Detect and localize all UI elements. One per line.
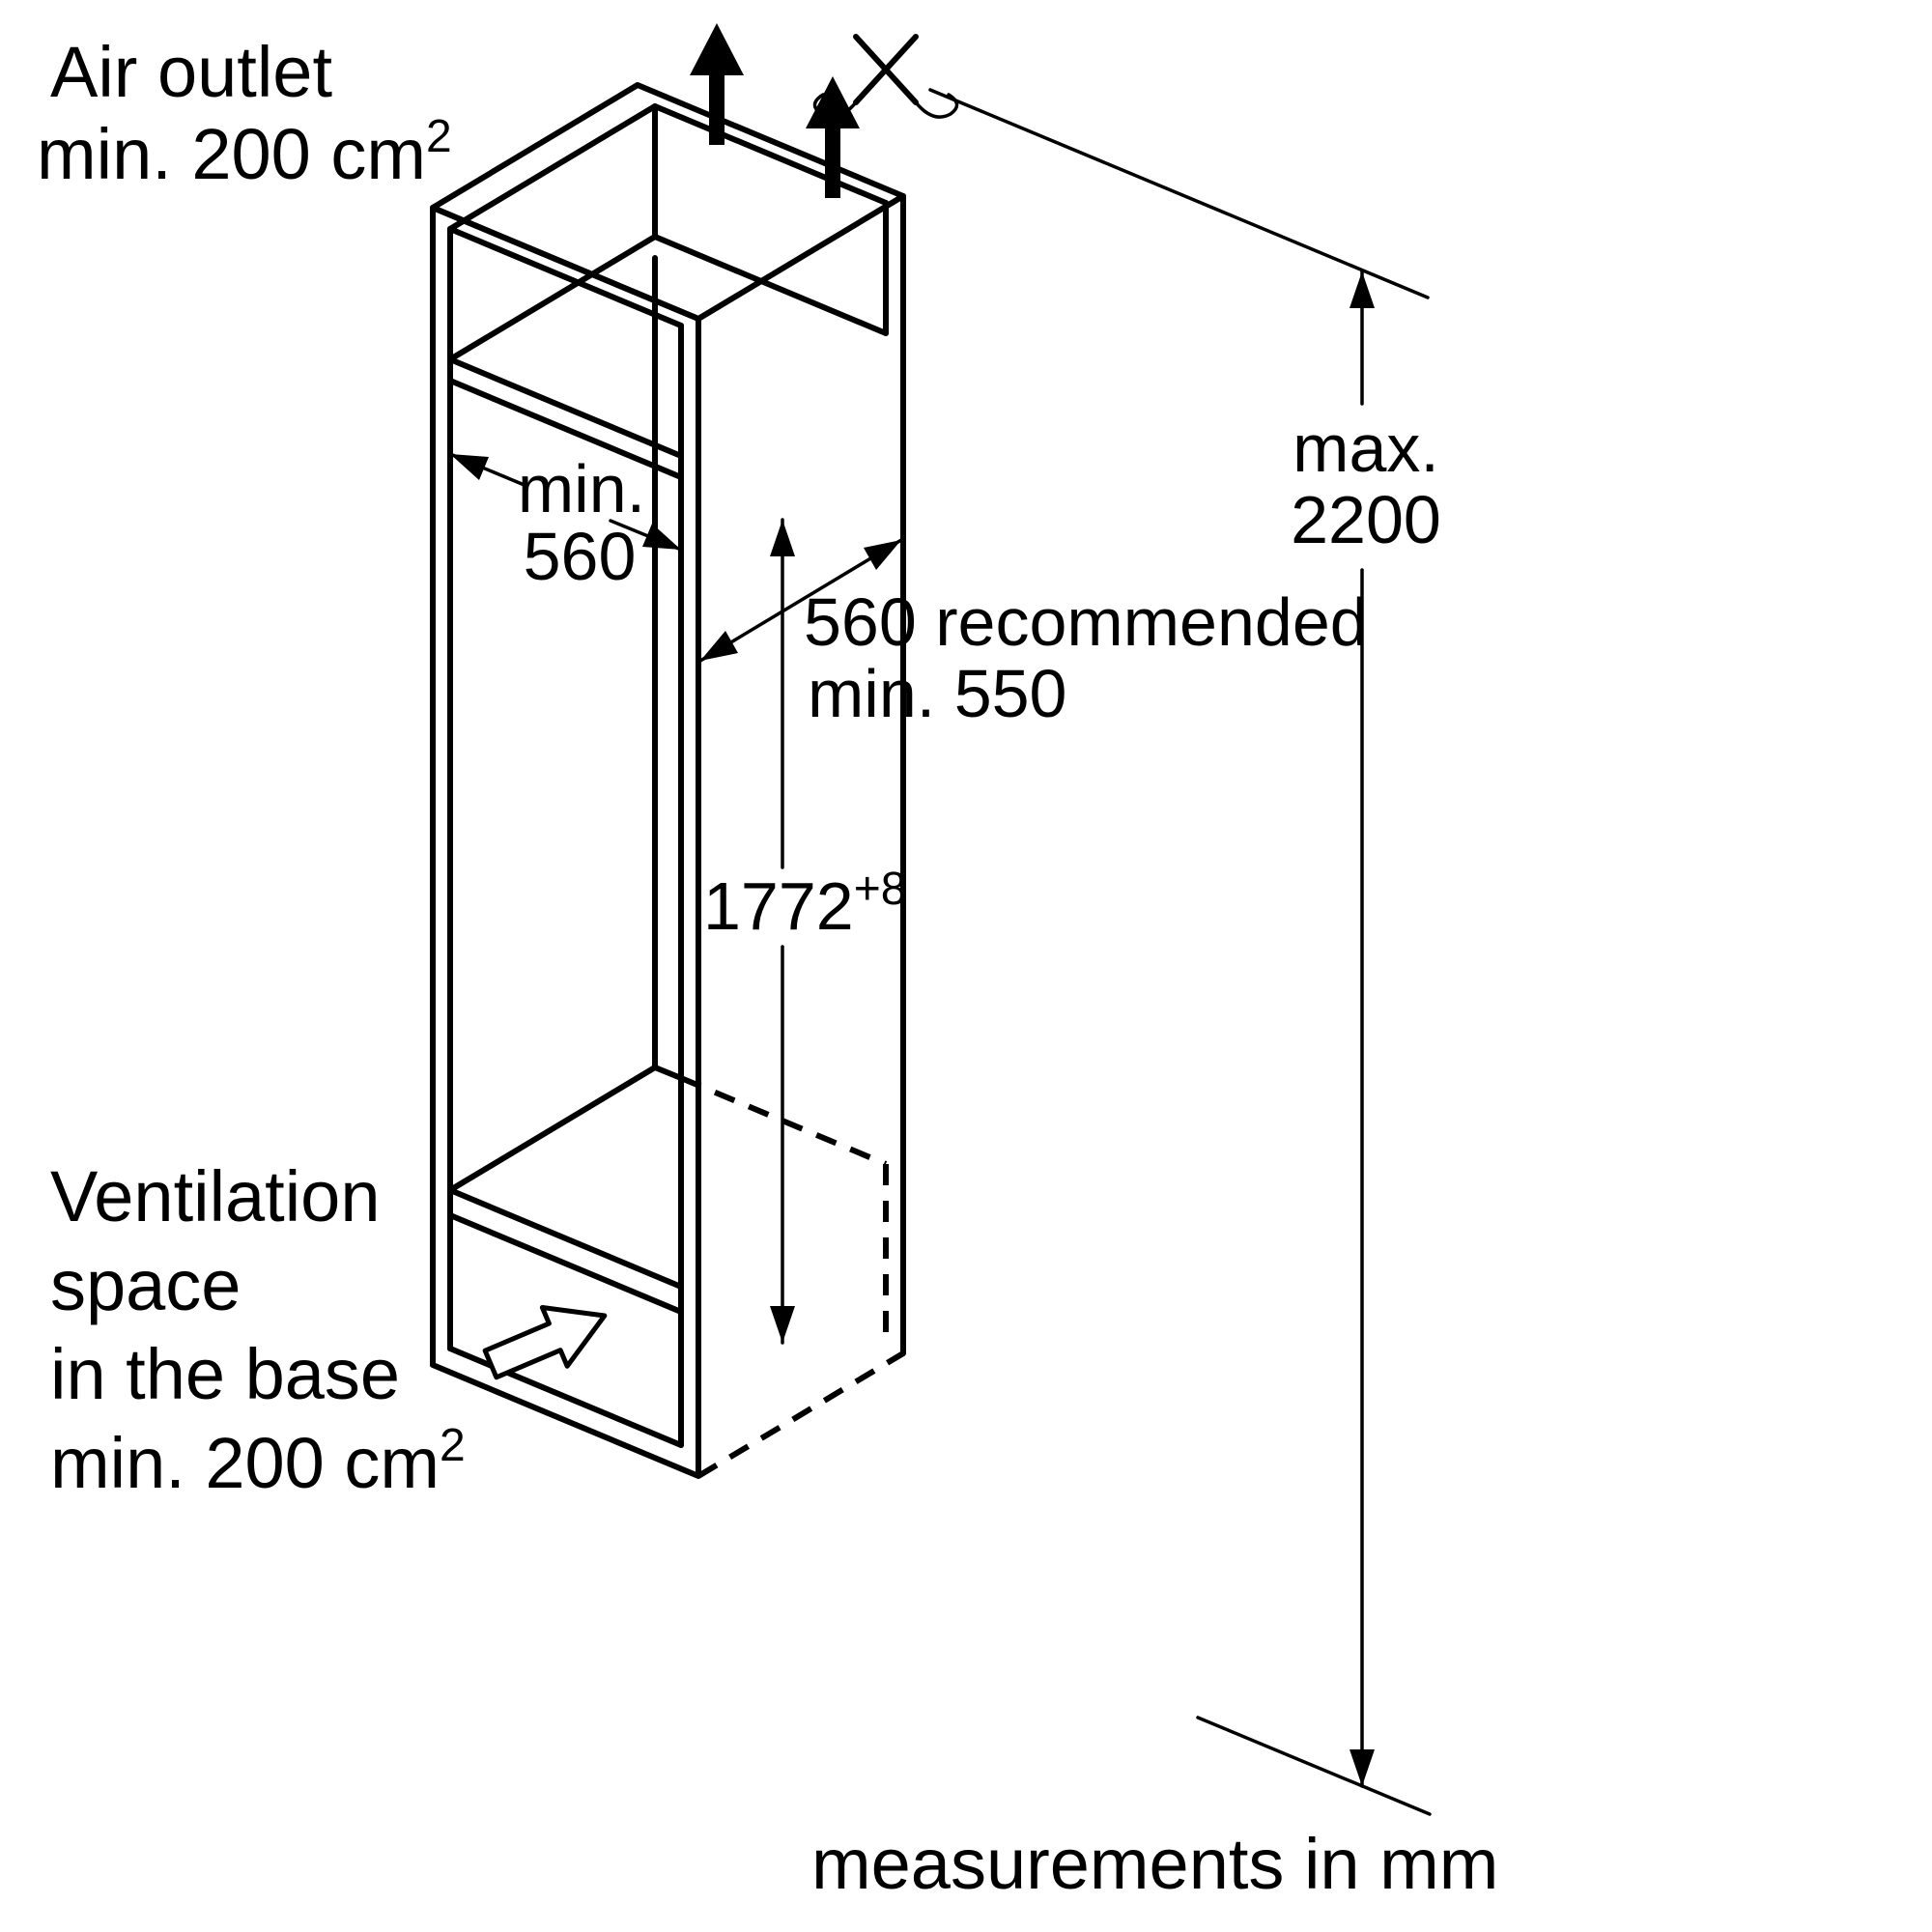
niche-width-dimension: min. 560 <box>448 451 683 594</box>
ventilation-arrow-icon <box>482 1304 608 1380</box>
air-outlet-label: Air outlet min. 200 cm2 <box>37 32 452 194</box>
ventilation-label: Ventilation space in the base min. 200 c… <box>50 1156 466 1503</box>
niche-interior <box>447 255 684 1315</box>
cabinet-outline <box>430 82 906 1479</box>
measurements-unit-note: measurements in mm <box>811 1824 1498 1904</box>
ventilation-area: min. 200 cm <box>50 1423 440 1503</box>
niche-width-label-line2: 560 <box>524 519 637 594</box>
top-compartment-shelf <box>447 103 889 480</box>
overall-height-label-line1: max. <box>1293 411 1439 486</box>
cabinet-front-face <box>430 205 701 1479</box>
ventilation-label-line2: space <box>50 1245 241 1325</box>
air-outlet-area: min. 200 cm <box>37 114 426 194</box>
air-outlet-arrow-icon <box>690 23 744 145</box>
niche-height-label: 1772+8 <box>703 864 906 944</box>
niche-height-tolerance: +8 <box>854 864 907 915</box>
air-outlet-arrow-icon <box>806 76 860 198</box>
niche-height-dimension: 1772+8 <box>703 518 906 1345</box>
niche-height-value: 1772 <box>703 868 854 944</box>
ventilation-label-line4: min. 200 cm2 <box>50 1420 466 1503</box>
ventilation-area-superscript: 2 <box>440 1420 466 1471</box>
ventilation-label-line1: Ventilation <box>50 1156 381 1236</box>
air-outlet-label-line2: min. 200 cm2 <box>37 111 452 194</box>
hidden-edges <box>679 1075 905 1479</box>
niche-depth-label-line1: 560 recommended <box>804 584 1368 660</box>
air-outlet-label-line1: Air outlet <box>50 32 332 112</box>
air-outlet-area-superscript: 2 <box>426 111 452 162</box>
overall-height-label-line2: 2200 <box>1291 482 1441 557</box>
niche-depth-dimension: 560 recommended min. 550 <box>698 538 1368 731</box>
overall-height-dimension: max. 2200 <box>928 88 1441 1816</box>
ventilation-label-line3: in the base <box>50 1334 400 1414</box>
niche-depth-label-line2: min. 550 <box>808 656 1066 731</box>
top-reference-line <box>928 88 1430 299</box>
bottom-reference-line <box>1196 1716 1432 1816</box>
niche-width-label-line1: min. <box>518 451 645 526</box>
